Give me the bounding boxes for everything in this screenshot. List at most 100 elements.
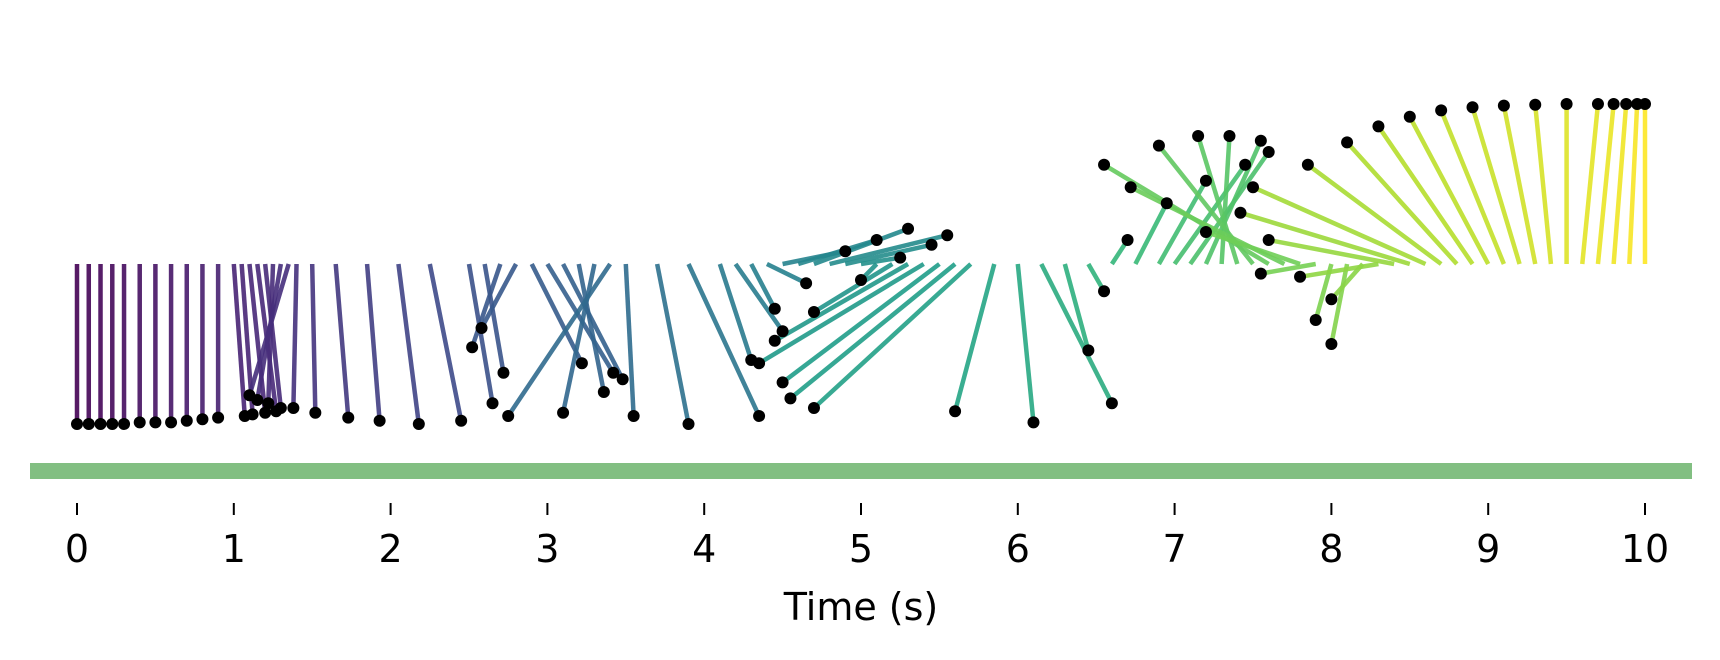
pendulum-rod — [623, 263, 636, 417]
pendulum-bob — [133, 416, 146, 429]
pendulum-rod — [561, 262, 625, 381]
pendulum-bob — [455, 414, 468, 427]
x-tick-label: 8 — [1319, 527, 1343, 571]
pendulum-rod — [654, 263, 691, 425]
pendulum-bob — [412, 418, 425, 430]
pendulum-rod — [427, 263, 464, 422]
pendulum-bob — [165, 416, 178, 429]
pendulum-rod — [829, 233, 948, 267]
pendulum-bob — [800, 277, 813, 290]
pendulum-rod — [1470, 106, 1522, 265]
pendulum-rod — [686, 263, 762, 417]
pendulum-bob — [1294, 270, 1307, 283]
pendulum-bob — [949, 405, 962, 418]
x-tick-label: 7 — [1163, 527, 1187, 571]
pendulum-rod — [844, 242, 933, 267]
pendulum-bob — [1239, 158, 1252, 171]
pendulum-bob — [486, 397, 499, 410]
pendulum-rod — [1407, 115, 1491, 266]
pendulum-bob — [1152, 139, 1165, 152]
pendulum-bob — [1262, 146, 1275, 158]
pendulum-bob — [1160, 197, 1173, 210]
pendulum-rod — [812, 262, 973, 410]
pendulum-bob — [1199, 174, 1212, 187]
pendulum-bob — [616, 373, 629, 386]
pendulum-bob — [246, 408, 259, 421]
pendulum-bob — [466, 341, 479, 354]
pendulum-rod — [812, 262, 894, 314]
pendulum-rod — [1205, 229, 1301, 267]
pendulum-bob — [1309, 314, 1322, 326]
pendulum-bob — [682, 418, 695, 430]
pendulum-bob — [839, 245, 852, 258]
pendulum-rod — [291, 263, 299, 409]
pendulum-bob — [196, 413, 209, 426]
pendulum-bob — [1223, 130, 1236, 142]
pendulum-bob — [243, 389, 256, 402]
pendulum-rod — [479, 262, 519, 330]
pendulum-bob — [1121, 234, 1134, 246]
pendulum-rod — [1015, 263, 1036, 423]
pendulum-bob — [1620, 98, 1633, 110]
pendulum-bob — [259, 406, 272, 419]
x-tick-label: 4 — [692, 527, 716, 571]
pendulum-bob — [855, 274, 867, 286]
x-tick-label: 0 — [65, 527, 89, 571]
pendulum-rod — [1039, 262, 1114, 405]
pendulum-rod — [1439, 109, 1506, 265]
pendulum-rod — [1533, 104, 1554, 265]
pendulum-bob — [1192, 130, 1205, 142]
pendulum-bob — [753, 357, 766, 370]
pendulum-rod — [1203, 139, 1263, 265]
pendulum-bob — [212, 411, 225, 424]
pendulum-bob — [941, 229, 954, 242]
pendulum-rod — [545, 262, 616, 374]
pendulum-rod — [1329, 263, 1350, 345]
pendulum-bob — [1082, 344, 1095, 357]
pendulum-rod — [1133, 202, 1169, 266]
pendulum-bob — [1403, 110, 1416, 123]
pendulum-bob — [1301, 158, 1314, 171]
pendulum-bob — [1466, 101, 1479, 114]
pendulum-bob — [557, 406, 570, 419]
pendulum-rod — [262, 263, 284, 409]
pendulum-rod — [813, 226, 909, 267]
pendulum-bob — [1247, 181, 1259, 194]
pendulum-rod — [1595, 103, 1616, 265]
pendulum-rods — [74, 103, 1648, 425]
pendulum-bob — [342, 411, 355, 424]
pendulum-bob — [1591, 98, 1604, 110]
pendulum-bob — [870, 234, 883, 246]
pendulum-bob — [768, 334, 781, 347]
pendulum-bob — [1254, 267, 1267, 280]
pendulum-bob — [925, 238, 938, 251]
pendulum-rod — [1252, 185, 1427, 267]
pendulum-bob — [1372, 120, 1385, 133]
pendulum-rod — [1299, 261, 1379, 280]
pendulum-rod — [1627, 103, 1640, 265]
x-tick-label: 3 — [535, 527, 559, 571]
pendulum-bob — [475, 322, 488, 334]
pendulum-rod — [1501, 105, 1538, 265]
x-tick-label: 6 — [1006, 527, 1030, 571]
pendulum-rod — [1062, 263, 1091, 351]
pendulum-bob — [180, 414, 193, 427]
pendulum-rod — [1260, 261, 1317, 276]
pendulum-bob — [1607, 98, 1620, 110]
pendulum-bob — [1529, 98, 1542, 111]
pendulum-bob — [373, 414, 386, 427]
x-tick-label: 5 — [849, 527, 873, 571]
pendulum-rod — [1329, 262, 1365, 301]
x-tick-label: 2 — [379, 527, 403, 571]
pendulum-bob — [1098, 285, 1111, 298]
pendulum-bob — [1325, 293, 1338, 306]
pendulum-bob — [1124, 181, 1137, 194]
pendulum-rod — [757, 262, 925, 366]
pendulum-rod — [560, 263, 597, 414]
pendulum-bob — [776, 325, 789, 338]
pendulum-rod — [1580, 103, 1601, 265]
pendulum-bob — [262, 397, 275, 410]
x-tick-label: 10 — [1621, 527, 1669, 571]
